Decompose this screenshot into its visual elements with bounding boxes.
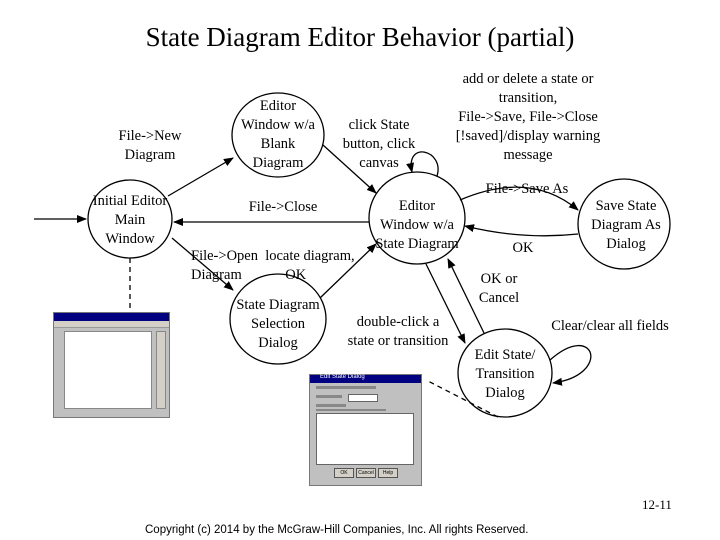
transition-click-state-label: click State button, click canvas [327, 116, 431, 173]
dialog-thumbnail-line-1 [316, 386, 376, 389]
arrow-save-ok [464, 224, 579, 237]
transition-close-label: File->Close [236, 198, 330, 217]
transition-double-click-text: double-click a state or transition [347, 314, 449, 349]
transition-clear-text: Clear/clear all fields [551, 318, 669, 334]
dialog-thumbnail-ok-button: OK [334, 468, 354, 478]
slide-title: State Diagram Editor Behavior (partial) [145, 22, 575, 52]
transition-new-text: File->New Diagram [118, 128, 182, 163]
arrow-new [167, 157, 234, 197]
transition-open-text: File->Open locate diagram, Diagram OK [191, 248, 355, 283]
arrow-click-state [322, 144, 377, 194]
transition-ok-cancel-label: OK or Cancel [470, 270, 528, 308]
dialog-thumbnail-cancel-button: Cancel [356, 468, 376, 478]
state-edit-label: Edit State/ Transition Dialog [455, 346, 555, 403]
thumbnail-scrollbar [156, 331, 166, 409]
dialog-thumbnail-line-2 [316, 395, 342, 398]
state-blank-label: Editor Window w/a Blank Diagram [228, 97, 328, 173]
state-blank-text: Editor Window w/a Blank Diagram [241, 98, 315, 171]
transition-new-label: File->New Diagram [100, 127, 200, 165]
dialog-thumbnail-title-bar: Edit State Dialog [310, 374, 421, 383]
arrow-save-as [459, 186, 579, 211]
transition-ok-label: OK [500, 239, 546, 258]
transition-save-as-text: File->Save As [485, 181, 569, 197]
dialog-thumbnail-line-4 [316, 409, 386, 411]
state-save-as-label: Save State Diagram As Dialog [578, 197, 674, 254]
state-save-as-text: Save State Diagram As Dialog [591, 198, 661, 252]
thumbnail-menu-bar [54, 321, 169, 328]
transition-open-label: File->Open locate diagram, Diagram OK [191, 247, 355, 285]
dialog-thumbnail-text-area [316, 413, 414, 465]
state-initial-main-text: Initial Editor Main Window [92, 193, 168, 247]
arrow-ok-cancel [447, 258, 485, 334]
arrow-self-add-delete [406, 151, 439, 177]
dialog-thumbnail-name-field [348, 394, 378, 402]
transition-close-text: File->Close [248, 199, 318, 215]
page-number: 12-11 [642, 497, 672, 512]
state-initial-main-label: Initial Editor Main Window [84, 192, 176, 249]
main-window-thumbnail [53, 312, 170, 418]
state-save-as [577, 178, 671, 270]
state-selection-text: State Diagram Selection Dialog [236, 297, 320, 351]
state-with-diagram-text: Editor Window w/a State Diagram [375, 198, 459, 252]
transition-double-click-label: double-click a state or transition [337, 313, 459, 351]
state-with-diagram-label: Editor Window w/a State Diagram [360, 197, 474, 254]
state-edit [457, 328, 553, 418]
transition-add-delete-label: add or delete a state or transition, Fil… [430, 70, 626, 165]
arrow-double-click [425, 263, 466, 344]
state-selection-label: State Diagram Selection Dialog [223, 296, 333, 353]
arrow-self-clear [549, 345, 592, 386]
thumbnail-canvas [64, 331, 152, 409]
transition-clear-label: Clear/clear all fields [532, 317, 688, 336]
state-edit-text: Edit State/ Transition Dialog [474, 347, 536, 401]
state-with-diagram [368, 171, 466, 265]
transition-click-state-text: click State button, click canvas [342, 117, 416, 171]
transition-add-delete-text: add or delete a state or transition, Fil… [455, 71, 601, 163]
transition-ok-cancel-text: OK or Cancel [478, 271, 520, 306]
arrow-open [171, 237, 234, 291]
transition-ok-text: OK [512, 240, 534, 256]
state-selection [229, 273, 327, 365]
dialog-thumbnail-line-3 [316, 404, 346, 407]
state-blank-diagram [231, 92, 325, 178]
dashed-connector-edit [425, 379, 499, 418]
edit-dialog-thumbnail: Edit State Dialog OK Cancel Help [309, 374, 422, 486]
dialog-thumbnail-help-button: Help [378, 468, 398, 478]
copyright-notice: Copyright (c) 2014 by the McGraw-Hill Co… [145, 524, 529, 536]
thumbnail-title-bar [54, 313, 169, 321]
arrow-open-ok [319, 243, 377, 299]
transition-save-as-label: File->Save As [472, 180, 582, 199]
dialog-thumbnail-title: Edit State Dialog [320, 374, 365, 380]
